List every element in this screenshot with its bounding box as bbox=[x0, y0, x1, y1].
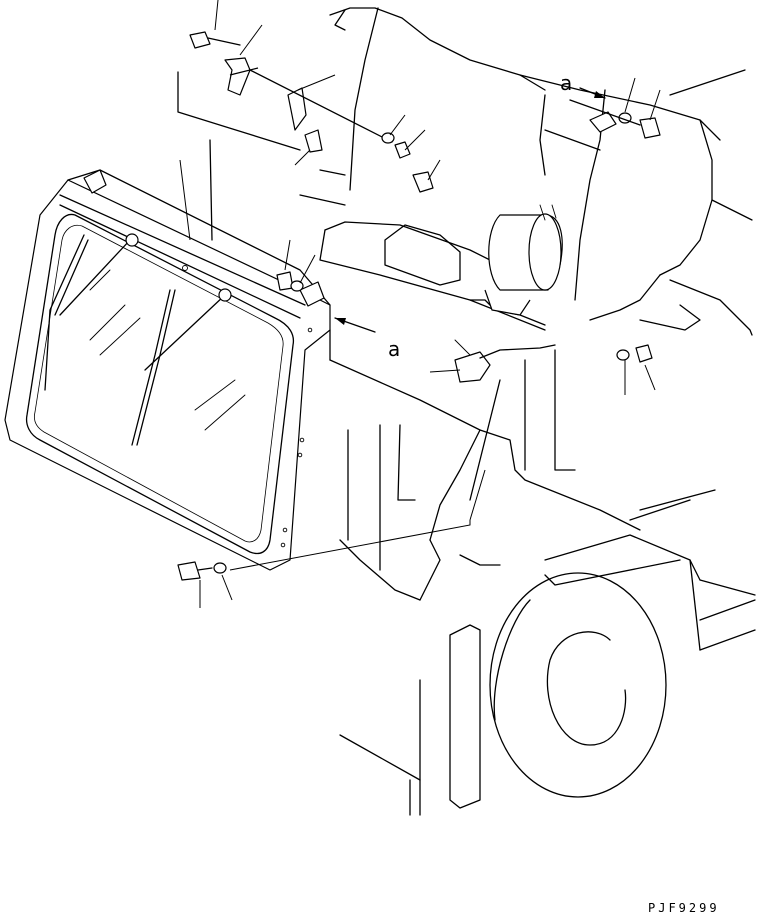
machine-body-outline bbox=[177, 7, 756, 816]
drawing-code: PJF9299 bbox=[648, 901, 720, 915]
arrow-label-top: a bbox=[560, 71, 572, 95]
arrow-marker-a-mid: a bbox=[334, 317, 400, 361]
top-fasteners bbox=[177, 31, 661, 581]
leader-lines bbox=[179, 0, 661, 608]
wiper-motor bbox=[484, 204, 563, 316]
window-frame-assembly bbox=[4, 169, 331, 571]
arrow-label-mid: a bbox=[388, 337, 400, 361]
arrow-marker-a-top: a bbox=[560, 71, 606, 99]
